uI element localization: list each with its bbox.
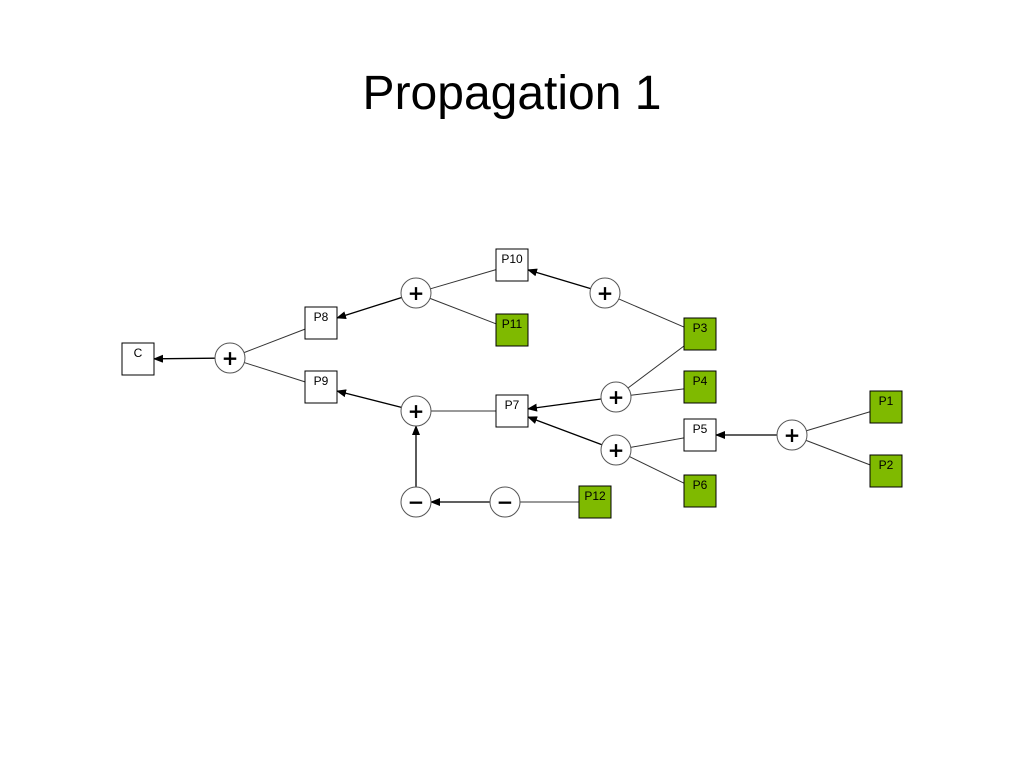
operator-symbol: +	[784, 423, 801, 447]
node-label-c: C	[134, 346, 143, 360]
operator-op-p7b: +	[600, 434, 632, 466]
edge-op_c-to-c	[153, 354, 216, 363]
edges-layer	[153, 268, 871, 506]
operator-symbol: +	[608, 438, 625, 462]
edge-op_p9-to-p9	[336, 389, 402, 408]
edge-op_p10-to-p10	[527, 268, 591, 290]
operator-op-p9: +	[400, 395, 432, 427]
edge-p3-to-op_p7	[627, 345, 685, 389]
node-label-p1: P1	[879, 394, 894, 408]
node-p2: P2	[869, 454, 903, 488]
node-label-p10: P10	[501, 252, 523, 266]
node-label-p11: P11	[502, 317, 523, 331]
node-p10: P10	[495, 248, 529, 282]
edge-op_p7-to-p7	[527, 398, 602, 412]
edge-p5-to-op_p7b	[630, 437, 685, 448]
edge-p6-to-op_p7b	[629, 456, 685, 484]
operator-op-neg1: −	[400, 486, 432, 518]
operator-op-p10: +	[589, 277, 621, 309]
edge-op_p8-to-p8	[336, 296, 402, 320]
operator-symbol: +	[408, 399, 425, 423]
node-p11: P11	[495, 313, 529, 347]
node-p5: P5	[683, 418, 717, 452]
node-p9: P9	[304, 370, 338, 404]
node-p6: P6	[683, 474, 717, 508]
edge-p9-to-op_c	[244, 362, 306, 383]
edge-p3-to-op_p10	[618, 298, 685, 328]
slide-title: Propagation 1	[362, 67, 662, 120]
operator-symbol: −	[497, 490, 514, 514]
edge-p1-to-op_p5	[806, 411, 871, 432]
operator-symbol: +	[608, 385, 625, 409]
node-c: C	[121, 342, 155, 376]
node-p8: P8	[304, 306, 338, 340]
node-label-p4: P4	[693, 374, 708, 388]
edge-p11-to-op_p8	[429, 297, 497, 325]
node-label-p2: P2	[879, 458, 894, 472]
node-p12: P12	[578, 485, 612, 519]
edge-p10-to-op_p8	[430, 269, 497, 290]
operator-op-neg2: −	[489, 486, 521, 518]
node-label-p7: P7	[505, 398, 520, 412]
operator-symbol: −	[408, 490, 425, 514]
node-label-p8: P8	[314, 310, 329, 324]
node-label-p6: P6	[693, 478, 708, 492]
node-label-p5: P5	[693, 422, 708, 436]
operator-symbol: +	[222, 346, 239, 370]
edge-op_p7b-to-p7	[527, 416, 603, 446]
edge-p8-to-op_c	[243, 328, 306, 354]
node-p7: P7	[495, 394, 529, 428]
operator-op-p8: +	[400, 277, 432, 309]
operator-symbol: +	[408, 281, 425, 305]
operator-op-c: +	[214, 342, 246, 374]
node-p4: P4	[683, 370, 717, 404]
edge-p4-to-op_p7	[630, 388, 685, 396]
node-p1: P1	[869, 390, 903, 424]
operator-op-p7: +	[600, 381, 632, 413]
node-label-p9: P9	[314, 374, 329, 388]
node-p3: P3	[683, 317, 717, 351]
node-label-p12: P12	[584, 489, 606, 503]
node-label-p3: P3	[693, 321, 708, 335]
operator-symbol: +	[597, 281, 614, 305]
edge-p2-to-op_p5	[805, 439, 871, 466]
operator-op-p5: +	[776, 419, 808, 451]
